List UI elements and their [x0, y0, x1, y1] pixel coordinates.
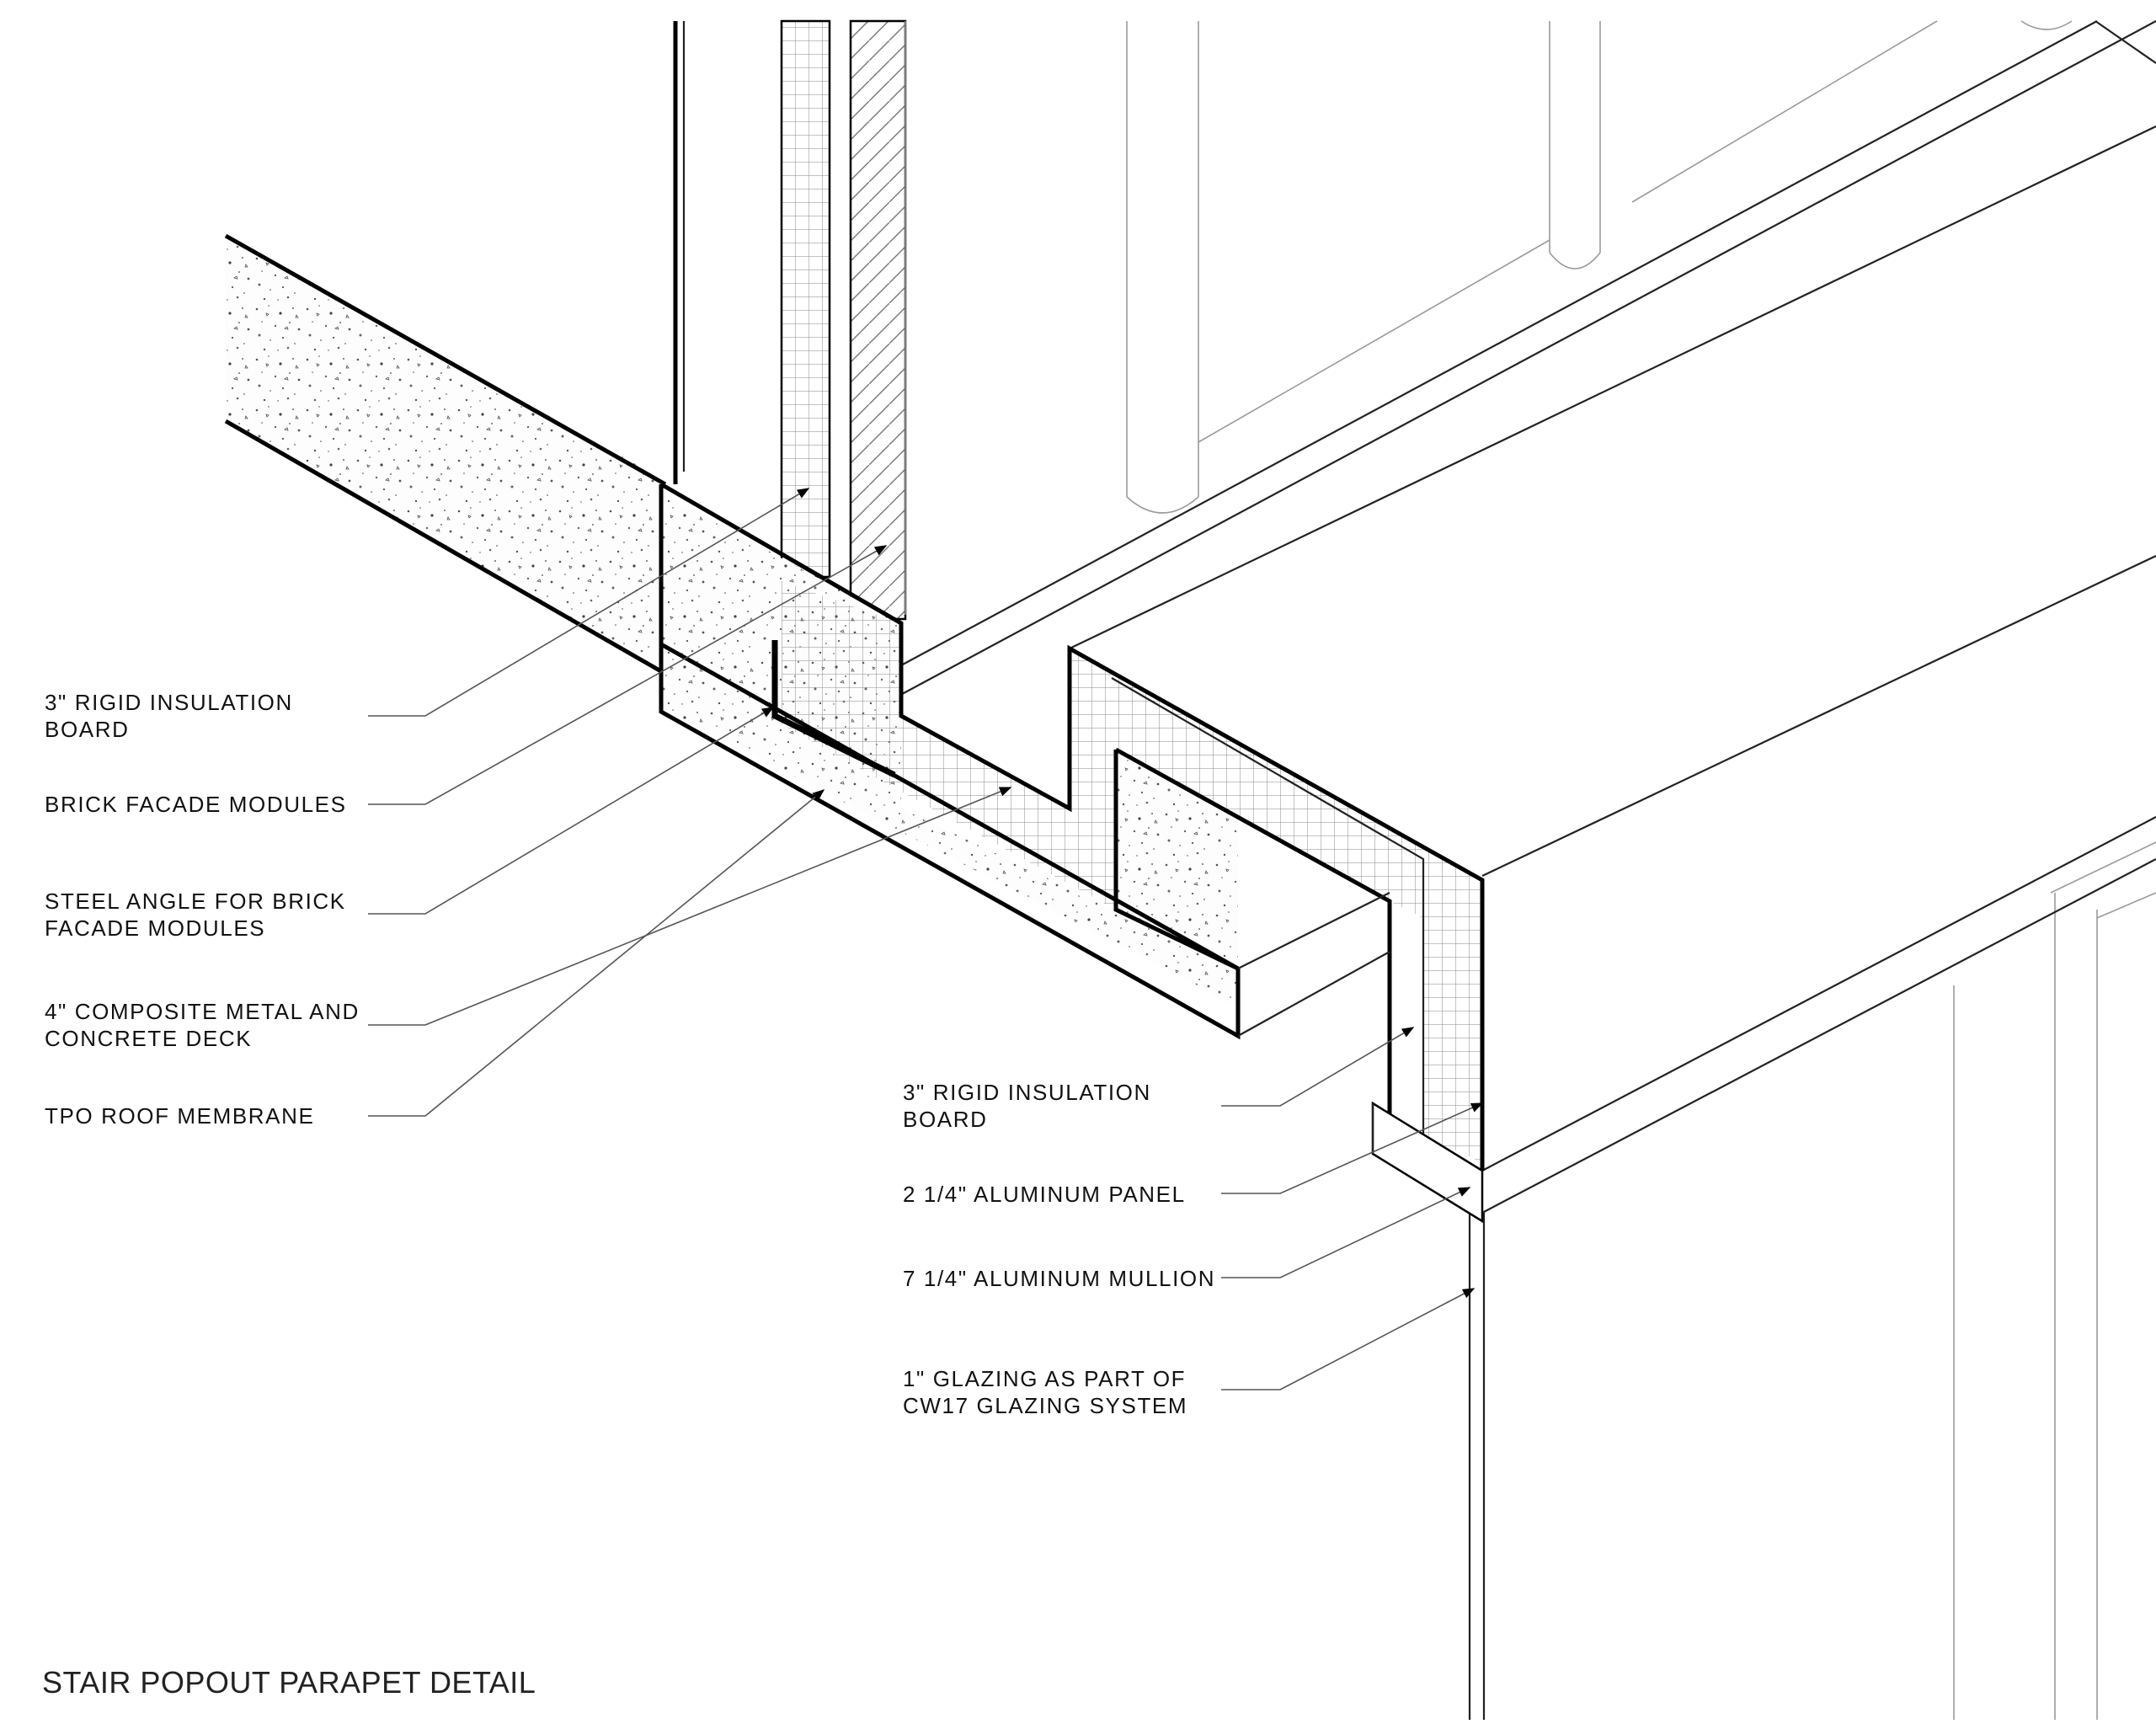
drawing-title: STAIR POPOUT PARAPET DETAIL: [42, 1665, 536, 1700]
left-slab: [224, 233, 667, 676]
callout-steel-angle: STEEL ANGLE FOR BRICK FACADE MODULES: [45, 889, 354, 941]
right-callouts: 3" RIGID INSULATION BOARD 2 1/4" ALUMINU…: [903, 1080, 1215, 1418]
callout-aluminum-panel: 2 1/4" ALUMINUM PANEL: [903, 1182, 1186, 1207]
callout-glazing: 1" GLAZING AS PART OF CW17 GLAZING SYSTE…: [903, 1366, 1193, 1418]
leader-lines: [368, 488, 1484, 1390]
callout-composite-deck: 4" COMPOSITE METAL AND CONCRETE DECK: [45, 999, 367, 1051]
callout-aluminum-mullion: 7 1/4" ALUMINUM MULLION: [903, 1266, 1215, 1291]
left-callouts: 3" RIGID INSULATION BOARD BRICK FACADE M…: [45, 690, 367, 1129]
callout-tpo-membrane: TPO ROOF MEMBRANE: [45, 1103, 314, 1129]
background-structure: [892, 20, 2156, 1720]
callout-rigid-insulation-right: 3" RIGID INSULATION BOARD: [903, 1080, 1159, 1132]
callout-brick-facade: BRICK FACADE MODULES: [45, 792, 347, 817]
callout-rigid-insulation-left: 3" RIGID INSULATION BOARD: [45, 690, 301, 742]
section-cut: [659, 482, 1485, 1224]
upper-wall-layers: [673, 19, 907, 621]
